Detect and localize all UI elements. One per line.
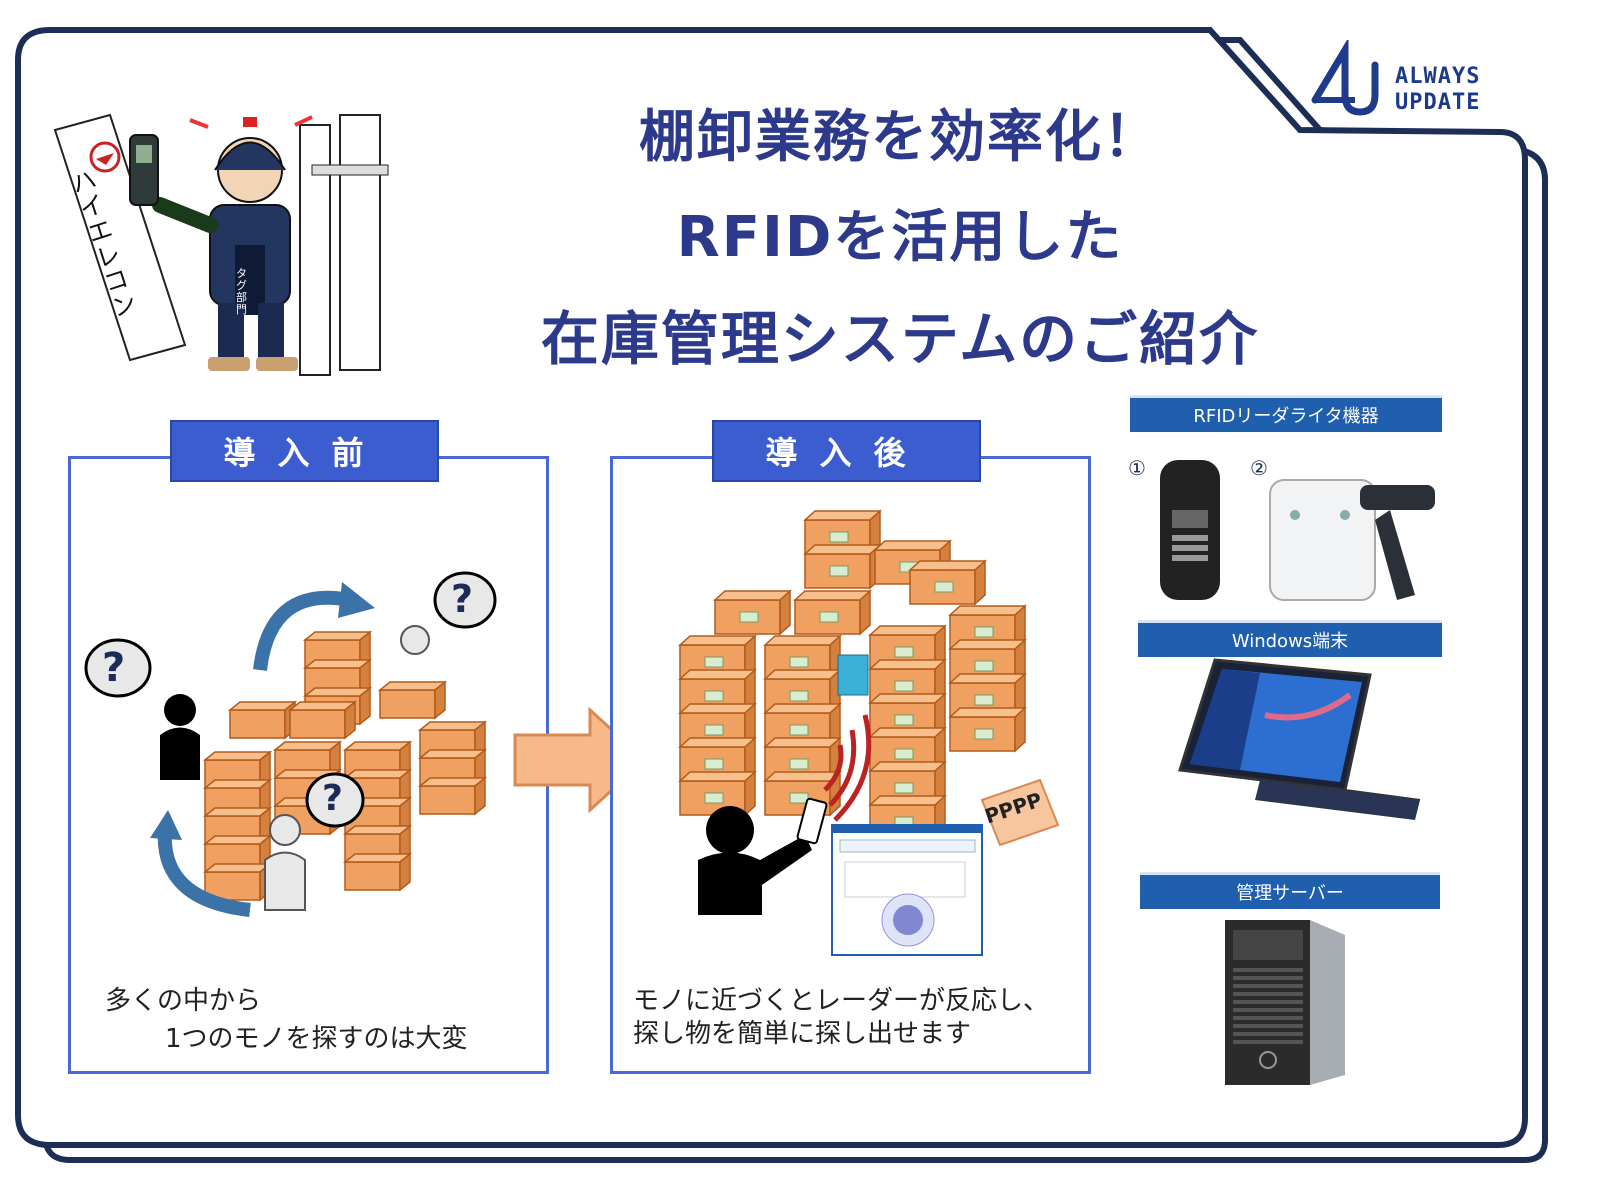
question-mark-2: ?	[451, 577, 474, 621]
mascot-illustration	[53, 113, 389, 376]
mascot-apron-text: タグ部門	[236, 267, 247, 316]
before-illustration	[84, 571, 497, 917]
always-update-logo-icon	[1311, 40, 1379, 116]
gun-reader-icon	[1269, 479, 1435, 601]
after-caption-line-1: モノに近づくとレーダーが反応し、	[633, 986, 1050, 1016]
reader-header: RFIDリーダライタ機器	[1130, 395, 1442, 432]
handheld-reader-icon	[1160, 460, 1220, 600]
title-line-3: 在庫管理システムのご紹介	[540, 305, 1260, 373]
windows-header: Windows端末	[1138, 620, 1442, 657]
before-caption-line-2: 1つのモノを探すのは大変	[165, 1024, 468, 1054]
question-mark-3: ?	[322, 778, 343, 819]
after-illustration	[679, 510, 1060, 956]
windows-laptop-icon	[1178, 658, 1421, 820]
server-header: 管理サーバー	[1140, 872, 1440, 909]
title-line-2: RFIDを活用した	[676, 205, 1124, 270]
reader-2-label: ②	[1250, 456, 1268, 480]
question-mark-1: ?	[102, 645, 126, 691]
after-tab: 導入後	[712, 420, 981, 482]
tower-server-icon	[1225, 920, 1345, 1085]
title-line-1: 棚卸業務を効率化！	[639, 105, 1161, 170]
reader-1-label: ①	[1128, 456, 1146, 480]
after-caption-line-2: 探し物を簡単に探し出せます	[633, 1019, 972, 1049]
before-tab: 導入前	[170, 420, 439, 482]
logo-text: ALWAYS UPDATE	[1395, 64, 1481, 115]
before-caption-line-1: 多くの中から	[105, 986, 262, 1016]
